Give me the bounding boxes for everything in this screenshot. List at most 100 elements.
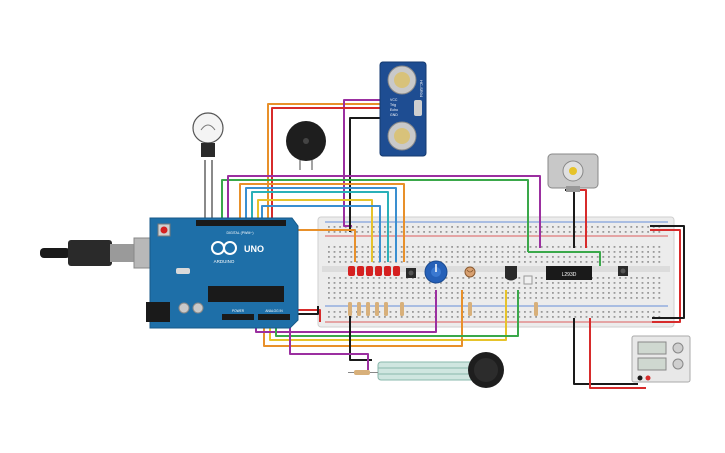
breadboard-hole <box>406 261 409 263</box>
breadboard-hole <box>613 277 616 279</box>
breadboard-hole <box>524 246 526 248</box>
breadboard-hole <box>540 231 543 233</box>
breadboard-hole <box>512 297 515 299</box>
breadboard-hole <box>630 246 633 248</box>
breadboard-hole <box>652 246 655 248</box>
breadboard-hole <box>658 246 661 248</box>
breadboard-hole <box>445 226 448 228</box>
breadboard-hole <box>557 292 560 294</box>
breadboard-hole <box>456 287 459 289</box>
breadboard-hole <box>602 292 605 294</box>
breadboard-hole <box>524 287 526 289</box>
breadboard-hole <box>608 231 610 233</box>
breadboard-hole <box>490 251 493 253</box>
breadboard-hole <box>630 226 633 228</box>
breadboard-hole <box>630 311 633 313</box>
breadboard-hole <box>608 246 610 248</box>
breadboard-hole <box>557 297 560 299</box>
breadboard-hole <box>356 311 358 313</box>
breadboard-hole <box>479 316 481 318</box>
breadboard-hole <box>546 261 549 263</box>
breadboard-hole <box>473 292 476 294</box>
breadboard-hole <box>389 246 392 248</box>
wire-force-black <box>349 312 372 361</box>
breadboard-hole <box>658 277 661 279</box>
breadboard-hole <box>451 287 453 289</box>
breadboard-hole <box>490 261 493 263</box>
breadboard-hole <box>462 226 465 228</box>
breadboard-hole <box>518 256 521 258</box>
arduino-uno-board: ARDUINO UNO DIGITAL (PWM~) POWER ANALOG … <box>40 217 299 329</box>
breadboard-hole <box>389 226 392 228</box>
breadboard-hole <box>406 251 409 253</box>
breadboard-hole <box>613 251 616 253</box>
breadboard-hole <box>339 261 341 263</box>
breadboard-hole <box>445 316 448 318</box>
breadboard-hole <box>400 316 403 318</box>
wire-right-red <box>650 229 681 323</box>
breadboard-hole <box>596 277 599 279</box>
breadboard-hole <box>501 316 504 318</box>
breadboard-hole <box>440 231 442 233</box>
breadboard-hole <box>552 231 554 233</box>
breadboard-hole <box>540 311 543 313</box>
analog-header <box>258 314 290 320</box>
breadboard-hole <box>574 282 577 284</box>
breadboard-hole <box>585 297 588 299</box>
breadboard-hole <box>535 226 537 228</box>
breadboard-hole <box>468 282 470 284</box>
breadboard-hole <box>356 316 358 318</box>
breadboard-hole <box>540 246 543 248</box>
breadboard-hole <box>535 287 537 289</box>
digital-header <box>196 220 286 226</box>
breadboard-hole <box>591 246 593 248</box>
breadboard-hole <box>557 287 560 289</box>
breadboard-holes <box>328 226 661 318</box>
potentiometer[interactable] <box>424 260 448 284</box>
breadboard-hole <box>456 251 459 253</box>
breadboard-hole <box>356 251 358 253</box>
breadboard-hole <box>333 256 336 258</box>
breadboard-hole <box>412 256 414 258</box>
wire-motor-red <box>580 189 587 248</box>
breadboard-hole <box>423 261 425 263</box>
breadboard-hole <box>384 292 386 294</box>
breadboard-hole <box>462 282 465 284</box>
breadboard-hole <box>658 256 661 258</box>
breadboard-hole <box>580 292 582 294</box>
breadboard-hole <box>484 246 487 248</box>
breadboard-hole <box>496 316 498 318</box>
breadboard-hole <box>636 261 638 263</box>
breadboard-hole <box>389 282 392 284</box>
breadboard-hole <box>624 251 627 253</box>
breadboard-hole <box>445 311 448 313</box>
breadboard-hole <box>361 297 364 299</box>
breadboard-hole <box>328 261 330 263</box>
breadboard-hole <box>440 292 442 294</box>
breadboard-hole <box>636 311 638 313</box>
wire-yellow-bottom <box>269 290 507 341</box>
breadboard-hole <box>563 287 565 289</box>
breadboard-hole <box>574 316 577 318</box>
breadboard-hole <box>658 261 661 263</box>
breadboard-hole <box>400 261 403 263</box>
arduino-brand-label: ARDUINO <box>214 259 235 264</box>
breadboard-hole <box>372 311 375 313</box>
breadboard-hole <box>518 231 521 233</box>
breadboard-hole <box>596 297 599 299</box>
breadboard-hole <box>602 316 605 318</box>
breadboard-hole <box>367 261 369 263</box>
breadboard-hole <box>552 226 554 228</box>
breadboard-hole <box>501 292 504 294</box>
breadboard-hole <box>568 226 571 228</box>
breadboard-hole <box>417 287 420 289</box>
breadboard-hole <box>580 246 582 248</box>
breadboard-hole <box>602 297 605 299</box>
breadboard-hole <box>501 251 504 253</box>
breadboard-hole <box>557 226 560 228</box>
breadboard-hole <box>647 226 649 228</box>
breadboard-hole <box>445 277 448 279</box>
breadboard-hole <box>412 311 414 313</box>
breadboard-hole <box>585 261 588 263</box>
